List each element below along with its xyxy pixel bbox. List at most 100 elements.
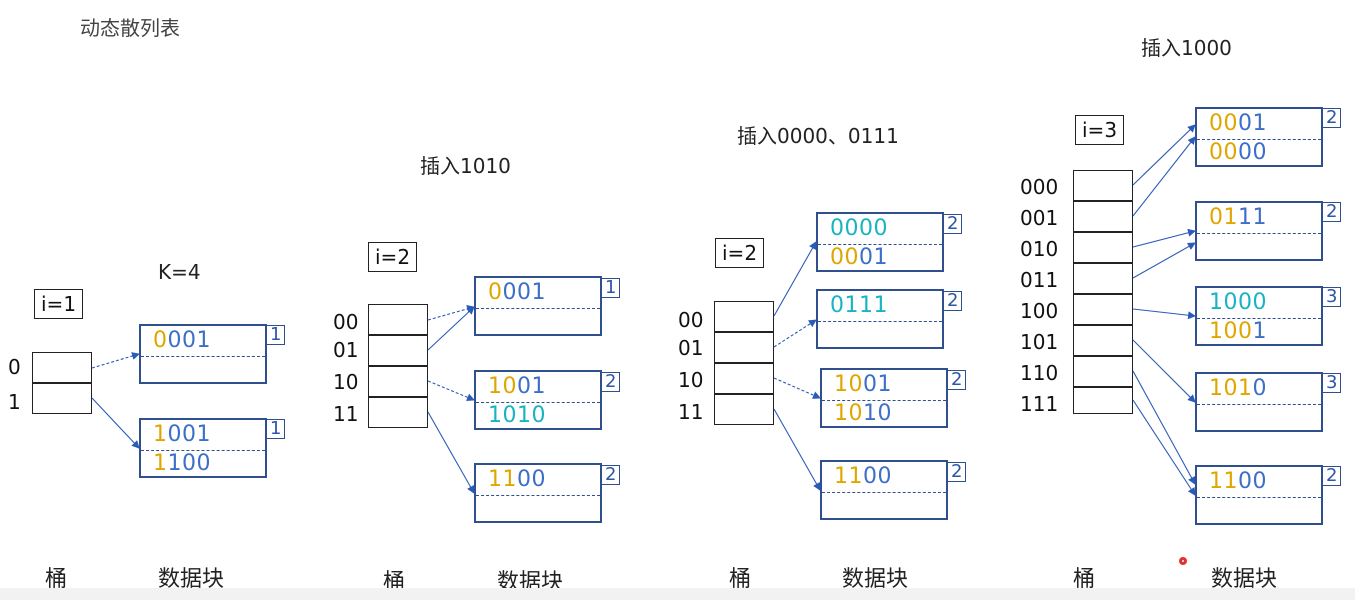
stage3-bucket-cell — [714, 332, 774, 363]
stage4-bucket-cell — [1073, 263, 1133, 294]
stage3-local-depth: 2 — [947, 462, 967, 482]
stage2-bucket-label: 00 — [333, 310, 359, 334]
stage4-local-depth: 2 — [1322, 108, 1342, 128]
block-record: 1001 — [1209, 319, 1267, 344]
block-record: 1000 — [1209, 290, 1267, 315]
bucket-footer-label: 桶 — [1073, 567, 1096, 592]
stage3-data-block: 1100 — [820, 460, 948, 520]
pointer-arrow — [1132, 228, 1196, 248]
stage3-local-depth: 2 — [943, 291, 963, 311]
stage1-global-depth: i=1 — [34, 289, 84, 319]
stage3-local-depth: 2 — [947, 370, 967, 390]
block-record: 0001 — [1209, 111, 1267, 136]
stage4-data-block: 1000 1001 — [1195, 286, 1323, 346]
stage4-bucket-cell — [1073, 294, 1133, 325]
bucket-footer-label: 桶 — [45, 567, 68, 592]
stage2-bucket-label: 11 — [333, 402, 359, 426]
stage2-data-block: 1100 — [474, 463, 602, 523]
block-record: 1010 — [488, 403, 546, 428]
stage2-bucket-label: 01 — [333, 338, 359, 362]
stage4-global-depth: i=3 — [1075, 115, 1125, 145]
pointer-arrow — [1132, 370, 1196, 485]
stage3-bucket-label: 10 — [678, 368, 704, 392]
block-record: 1100 — [488, 467, 546, 492]
stage4-local-depth: 3 — [1322, 373, 1342, 393]
block-record: 1001 — [153, 422, 211, 447]
stage1-caption: K=4 — [158, 260, 201, 284]
stage1-local-depth: 1 — [266, 325, 286, 345]
block-record: 1010 — [834, 401, 892, 426]
stage4-bucket-cell — [1073, 232, 1133, 263]
stage4-bucket-cell — [1073, 170, 1133, 201]
stage3-bucket-label: 00 — [678, 308, 704, 332]
stage4-bucket-label: 110 — [1020, 361, 1059, 385]
stage4-bucket-cell — [1073, 356, 1133, 387]
stage2-bucket-cell — [368, 335, 428, 366]
pointer-arrow — [427, 411, 475, 494]
pointer-arrow — [773, 377, 821, 399]
pointer-arrow — [1132, 339, 1196, 403]
pointer-arrow — [1132, 308, 1196, 320]
pointer-arrow — [427, 305, 475, 321]
stage2-data-block: 0001 — [474, 276, 602, 336]
stage2-local-depth: 1 — [601, 278, 621, 298]
stage4-data-block: 0001 0000 — [1195, 107, 1323, 167]
stage1-data-block: 1001 1100 — [139, 418, 267, 478]
stage3-local-depth: 2 — [943, 214, 963, 234]
stage4-data-block: 1010 — [1195, 372, 1323, 432]
stage4-bucket-label: 111 — [1020, 392, 1059, 416]
stage3-global-depth: i=2 — [715, 238, 765, 268]
stage3-data-block: 0000 0001 — [816, 212, 944, 272]
stage4-bucket-label: 011 — [1020, 268, 1059, 292]
pointer-cursor-dot — [1179, 557, 1187, 565]
pointer-arrow — [773, 408, 821, 491]
stage4-bucket-label: 000 — [1020, 175, 1059, 199]
stage4-bucket-cell — [1073, 201, 1133, 232]
block-record: 0000 — [1209, 140, 1267, 165]
stage4-local-depth: 3 — [1322, 287, 1342, 307]
page-title: 动态散列表 — [80, 16, 180, 40]
block-record: 1100 — [1209, 469, 1267, 494]
stage3-bucket-label: 11 — [678, 400, 704, 424]
stage1-bucket-label: 1 — [8, 390, 21, 414]
stage3-caption: 插入0000、0111 — [737, 124, 899, 148]
stage4-bucket-cell — [1073, 387, 1133, 414]
stage4-local-depth: 2 — [1322, 466, 1342, 486]
pointer-arrow — [1132, 124, 1196, 186]
stage4-data-block: 0111 — [1195, 201, 1323, 261]
stage4-bucket-label: 100 — [1020, 299, 1059, 323]
block-footer-label: 数据块 — [1211, 567, 1278, 592]
stage3-bucket-label: 01 — [678, 336, 704, 360]
bottom-strip — [0, 588, 1355, 600]
stage1-bucket-cell — [32, 383, 92, 414]
stage3-data-block: 0111 — [816, 289, 944, 349]
stage1-bucket-cell — [32, 352, 92, 383]
block-record: 1001 — [834, 372, 892, 397]
stage3-bucket-cell — [714, 301, 774, 332]
stage4-caption: 插入1000 — [1141, 36, 1232, 60]
stage1-data-block: 0001 — [139, 324, 267, 384]
stage2-data-block: 1001 1010 — [474, 370, 602, 430]
stage3-data-block: 1001 1010 — [820, 368, 948, 428]
stage2-global-depth: i=2 — [368, 242, 418, 272]
pointer-arrow — [1132, 399, 1196, 496]
stage4-bucket-label: 010 — [1020, 237, 1059, 261]
stage4-bucket-cell — [1073, 325, 1133, 356]
stage2-bucket-cell — [368, 397, 428, 428]
block-footer-label: 数据块 — [842, 567, 909, 592]
pointer-arrow — [1132, 136, 1196, 217]
block-record: 1100 — [834, 464, 892, 489]
block-record: 0001 — [830, 245, 888, 270]
stage2-bucket-cell — [368, 366, 428, 397]
stage1-local-depth: 1 — [266, 419, 286, 439]
block-record: 0001 — [488, 280, 546, 305]
block-record: 1001 — [488, 374, 546, 399]
stage4-bucket-label: 101 — [1020, 330, 1059, 354]
stage1-bucket-label: 0 — [8, 355, 21, 379]
block-record: 0001 — [153, 328, 211, 353]
stage2-local-depth: 2 — [601, 465, 621, 485]
pointer-arrow — [91, 352, 140, 369]
stage4-local-depth: 2 — [1322, 202, 1342, 222]
pointer-arrow — [1132, 242, 1196, 279]
